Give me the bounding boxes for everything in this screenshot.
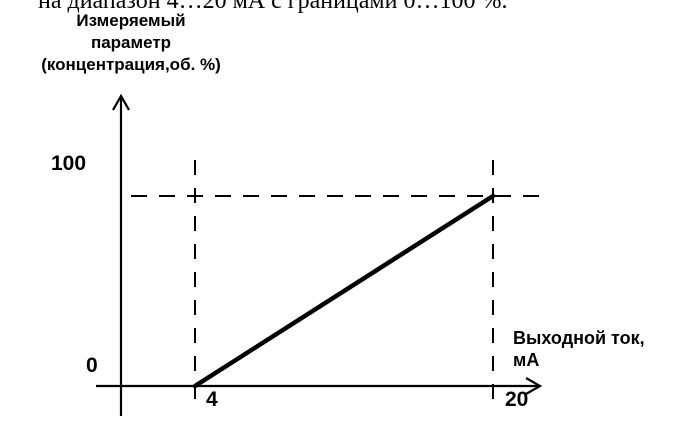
x-tick-label-20: 20 <box>505 388 529 411</box>
x-axis-arrow <box>525 377 543 395</box>
y-axis-label: Измеряемый параметр (концентрация,об. %) <box>6 10 256 76</box>
y-axis-arrow <box>112 93 130 111</box>
y-tick-label-100: 100 <box>51 152 87 175</box>
y-axis-label-line-2: параметр <box>90 33 172 52</box>
y-tick-label-0: 0 <box>86 354 98 377</box>
y-axis-label-line-3: (концентрация,об. %) <box>41 55 221 74</box>
x-axis-label-line-1: Выходной ток, <box>513 328 645 348</box>
x-tick-label-4: 4 <box>206 388 218 411</box>
y-axis-label-line-1: Измеряемый <box>76 11 186 30</box>
x-axis-label-line-2: мА <box>513 350 540 370</box>
page-caption-fragment: на диапазон 4…20 мА с границами 0…100 %. <box>38 0 508 14</box>
reference-lines <box>131 160 540 400</box>
data-point-0-0 <box>193 384 197 388</box>
series-line-0 <box>192 193 496 389</box>
series-group <box>192 193 496 389</box>
axes <box>96 93 543 416</box>
data-point-0-1 <box>491 194 495 198</box>
x-axis-label: Выходной ток, мА <box>513 327 674 371</box>
